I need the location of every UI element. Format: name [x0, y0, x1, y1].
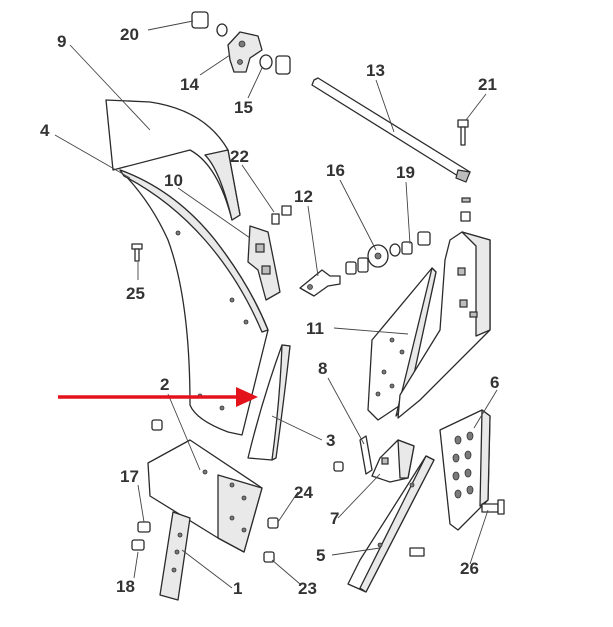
part-24-nut	[267, 517, 279, 529]
callout-11: 11	[306, 319, 324, 338]
part-12-pin	[299, 269, 341, 297]
part-1-point-bar	[159, 511, 191, 601]
part-18-bolt	[131, 539, 145, 551]
part-8-clamp	[359, 435, 373, 475]
callout-20: 20	[120, 25, 139, 44]
callout-23: 23	[298, 579, 317, 598]
part-6-slotted-plate	[439, 409, 491, 531]
part-17-bolt	[137, 521, 151, 533]
callout-8: 8	[318, 359, 327, 378]
nut-near-8	[333, 461, 344, 472]
callout-13: 13	[366, 61, 385, 80]
part-20-nut	[191, 11, 228, 37]
part-2-share-plate	[147, 439, 263, 553]
part-7-bracket	[371, 439, 415, 483]
part-22-bolt	[271, 205, 292, 225]
part-21-bolt	[457, 119, 469, 146]
leader-lines	[54, 20, 498, 589]
part-15-washer	[259, 54, 291, 75]
spacer-parts	[460, 197, 471, 222]
callout-18: 18	[116, 577, 135, 596]
part-25-bolt	[131, 243, 143, 262]
callout-16: 16	[326, 161, 345, 180]
part-10-bracket	[247, 225, 281, 301]
callout-22: 22	[230, 147, 249, 166]
callout-26: 26	[460, 559, 479, 578]
callout-21: 21	[478, 75, 497, 94]
callout-7: 7	[330, 509, 339, 528]
callout-25: 25	[126, 284, 145, 303]
callout-24: 24	[294, 483, 313, 502]
part-16-washer-set	[345, 244, 389, 275]
callout-9: 9	[57, 32, 66, 51]
part-19-nut-set	[389, 231, 431, 257]
frog-casting	[397, 231, 491, 419]
callout-12: 12	[294, 187, 313, 206]
part-26-bolt	[481, 499, 505, 515]
callout-15: 15	[234, 98, 253, 117]
callout-labels: 9 4 20 14 15 13 21 22 10 16 19 12 25 11 …	[40, 25, 499, 598]
callout-17: 17	[120, 467, 139, 486]
callout-14: 14	[180, 75, 199, 94]
highlight-arrow	[58, 387, 258, 407]
part-13-stay-rod	[311, 77, 471, 183]
callout-4: 4	[40, 121, 50, 140]
part-23-nut	[263, 551, 275, 563]
bolt-near-5	[409, 547, 425, 557]
part-9-upper-blade	[105, 99, 241, 221]
part-4-mouldboard	[119, 169, 269, 436]
bolt-near-2	[151, 419, 163, 431]
part-14-mount-bracket	[227, 31, 263, 73]
callout-1: 1	[233, 579, 242, 598]
part-3-curved-strip	[247, 344, 291, 461]
callout-3: 3	[326, 431, 335, 450]
callout-2: 2	[160, 375, 169, 394]
callout-5: 5	[316, 546, 325, 565]
part-5-flat-bar	[347, 455, 435, 593]
callout-6: 6	[490, 373, 499, 392]
callout-19: 19	[396, 163, 415, 182]
callout-10: 10	[164, 171, 183, 190]
